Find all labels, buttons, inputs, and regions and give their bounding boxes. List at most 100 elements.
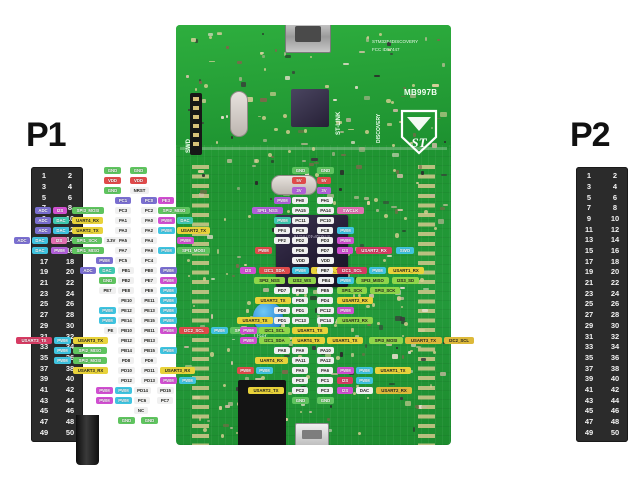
pin-number[interactable]: 49 (584, 427, 594, 437)
pin-number[interactable]: 48 (610, 417, 620, 426)
pin-number[interactable]: 22 (610, 278, 620, 288)
pin-number[interactable]: 14 (65, 235, 75, 245)
pin-number[interactable]: 40 (610, 374, 620, 384)
pin-number[interactable]: 34 (610, 342, 620, 352)
pin-row[interactable]: 41 42 (576, 385, 628, 395)
pin-number[interactable]: 25 (584, 299, 594, 309)
pin-number[interactable]: 34 (61, 342, 79, 352)
pin-number[interactable]: 1 (41, 171, 47, 181)
pin-row[interactable]: 37 38 (576, 363, 628, 373)
pin-row[interactable]: 25 26 (576, 299, 628, 309)
pin-number[interactable]: 6 (612, 192, 618, 202)
pin-number[interactable]: 35 (39, 352, 49, 362)
pin-number[interactable]: 3 (41, 181, 47, 191)
pin-number[interactable]: 30 (610, 320, 620, 330)
pin-row[interactable]: 49 50 (576, 428, 628, 438)
pin-number[interactable]: 29 (584, 320, 594, 330)
pin-number[interactable]: 50 (65, 427, 75, 437)
pin-number[interactable]: 33 (584, 342, 594, 352)
pin-number[interactable]: 2 (67, 171, 73, 181)
pin-row[interactable]: 31 32 (31, 331, 83, 341)
pin-number[interactable]: 22 (65, 278, 75, 288)
pin-number[interactable]: 47 (584, 417, 594, 426)
pin-row[interactable]: 41 42 (31, 385, 83, 395)
pin-number[interactable]: 32 (610, 331, 620, 341)
pin-row[interactable]: 33 34 (576, 342, 628, 352)
pin-number[interactable]: 37 (39, 363, 49, 373)
pin-number[interactable]: 41 (39, 384, 49, 394)
pin-number[interactable]: 47 (39, 417, 49, 426)
pin-number[interactable]: 29 (39, 320, 49, 330)
pin-number[interactable]: 10 (65, 213, 75, 223)
pin-number[interactable]: 27 (584, 310, 594, 320)
pin-number[interactable]: 21 (39, 278, 49, 288)
pin-row[interactable]: 21 22 (576, 278, 628, 288)
pin-row[interactable]: 23 24 (576, 289, 628, 299)
pin-number[interactable]: 10 (610, 213, 620, 223)
pin-number[interactable]: 23 (584, 288, 594, 298)
pin-number[interactable]: 12 (610, 224, 620, 234)
pin-number[interactable]: 18 (65, 256, 75, 266)
pin-row[interactable]: 29 30 (576, 321, 628, 331)
pin-number[interactable]: 26 (610, 299, 620, 309)
pin-number[interactable]: 38 (610, 363, 620, 373)
pin-number[interactable]: 24 (65, 288, 75, 298)
pin-number[interactable]: 37 (584, 363, 594, 373)
pin-number[interactable]: 36 (610, 352, 620, 362)
pin-number[interactable]: 31 (584, 331, 594, 341)
pin-number[interactable]: 18 (610, 256, 620, 266)
pin-number[interactable]: 42 (610, 384, 620, 394)
pin-row[interactable]: 35 36 (576, 353, 628, 363)
pin-number[interactable]: 31 (39, 331, 49, 341)
pin-number[interactable]: 28 (65, 310, 75, 320)
pin-number[interactable]: 45 (584, 406, 594, 416)
pin-number[interactable]: 39 (584, 374, 594, 384)
pin-number[interactable]: 20 (65, 267, 75, 277)
pin-number[interactable]: 38 (65, 363, 75, 373)
pin-number[interactable]: 17 (39, 256, 49, 266)
pin-number[interactable]: 21 (584, 278, 594, 288)
pin-number[interactable]: 16 (610, 246, 620, 255)
pin-number[interactable]: 46 (610, 406, 620, 416)
pin-number[interactable]: 4 (67, 181, 73, 191)
pin-number[interactable]: 12 (65, 224, 75, 234)
pin-number[interactable]: 42 (65, 384, 75, 394)
pin-number[interactable]: 5 (586, 192, 592, 202)
pin-row[interactable]: 47 48 (576, 417, 628, 427)
pin-number[interactable]: 43 (39, 395, 49, 405)
pin-number[interactable]: 45 (39, 406, 49, 416)
pin-number[interactable]: 19 (584, 267, 594, 277)
pin-number[interactable]: 16 (65, 246, 75, 255)
pin-number[interactable]: 24 (610, 288, 620, 298)
pin-number[interactable]: 41 (584, 384, 594, 394)
pin-number[interactable]: 50 (610, 427, 620, 437)
pin-number[interactable]: 39 (39, 374, 49, 384)
pin-number[interactable]: 35 (584, 352, 594, 362)
pin-number[interactable]: 32 (65, 331, 75, 341)
pin-row[interactable]: 31 32 (576, 331, 628, 341)
pin-row[interactable]: 37 38 (31, 363, 83, 373)
pin-number[interactable]: 5 (41, 192, 47, 202)
pin-number[interactable]: 7 (586, 203, 592, 213)
pin-number[interactable]: 8 (612, 203, 618, 213)
pin-number[interactable]: 25 (39, 299, 49, 309)
